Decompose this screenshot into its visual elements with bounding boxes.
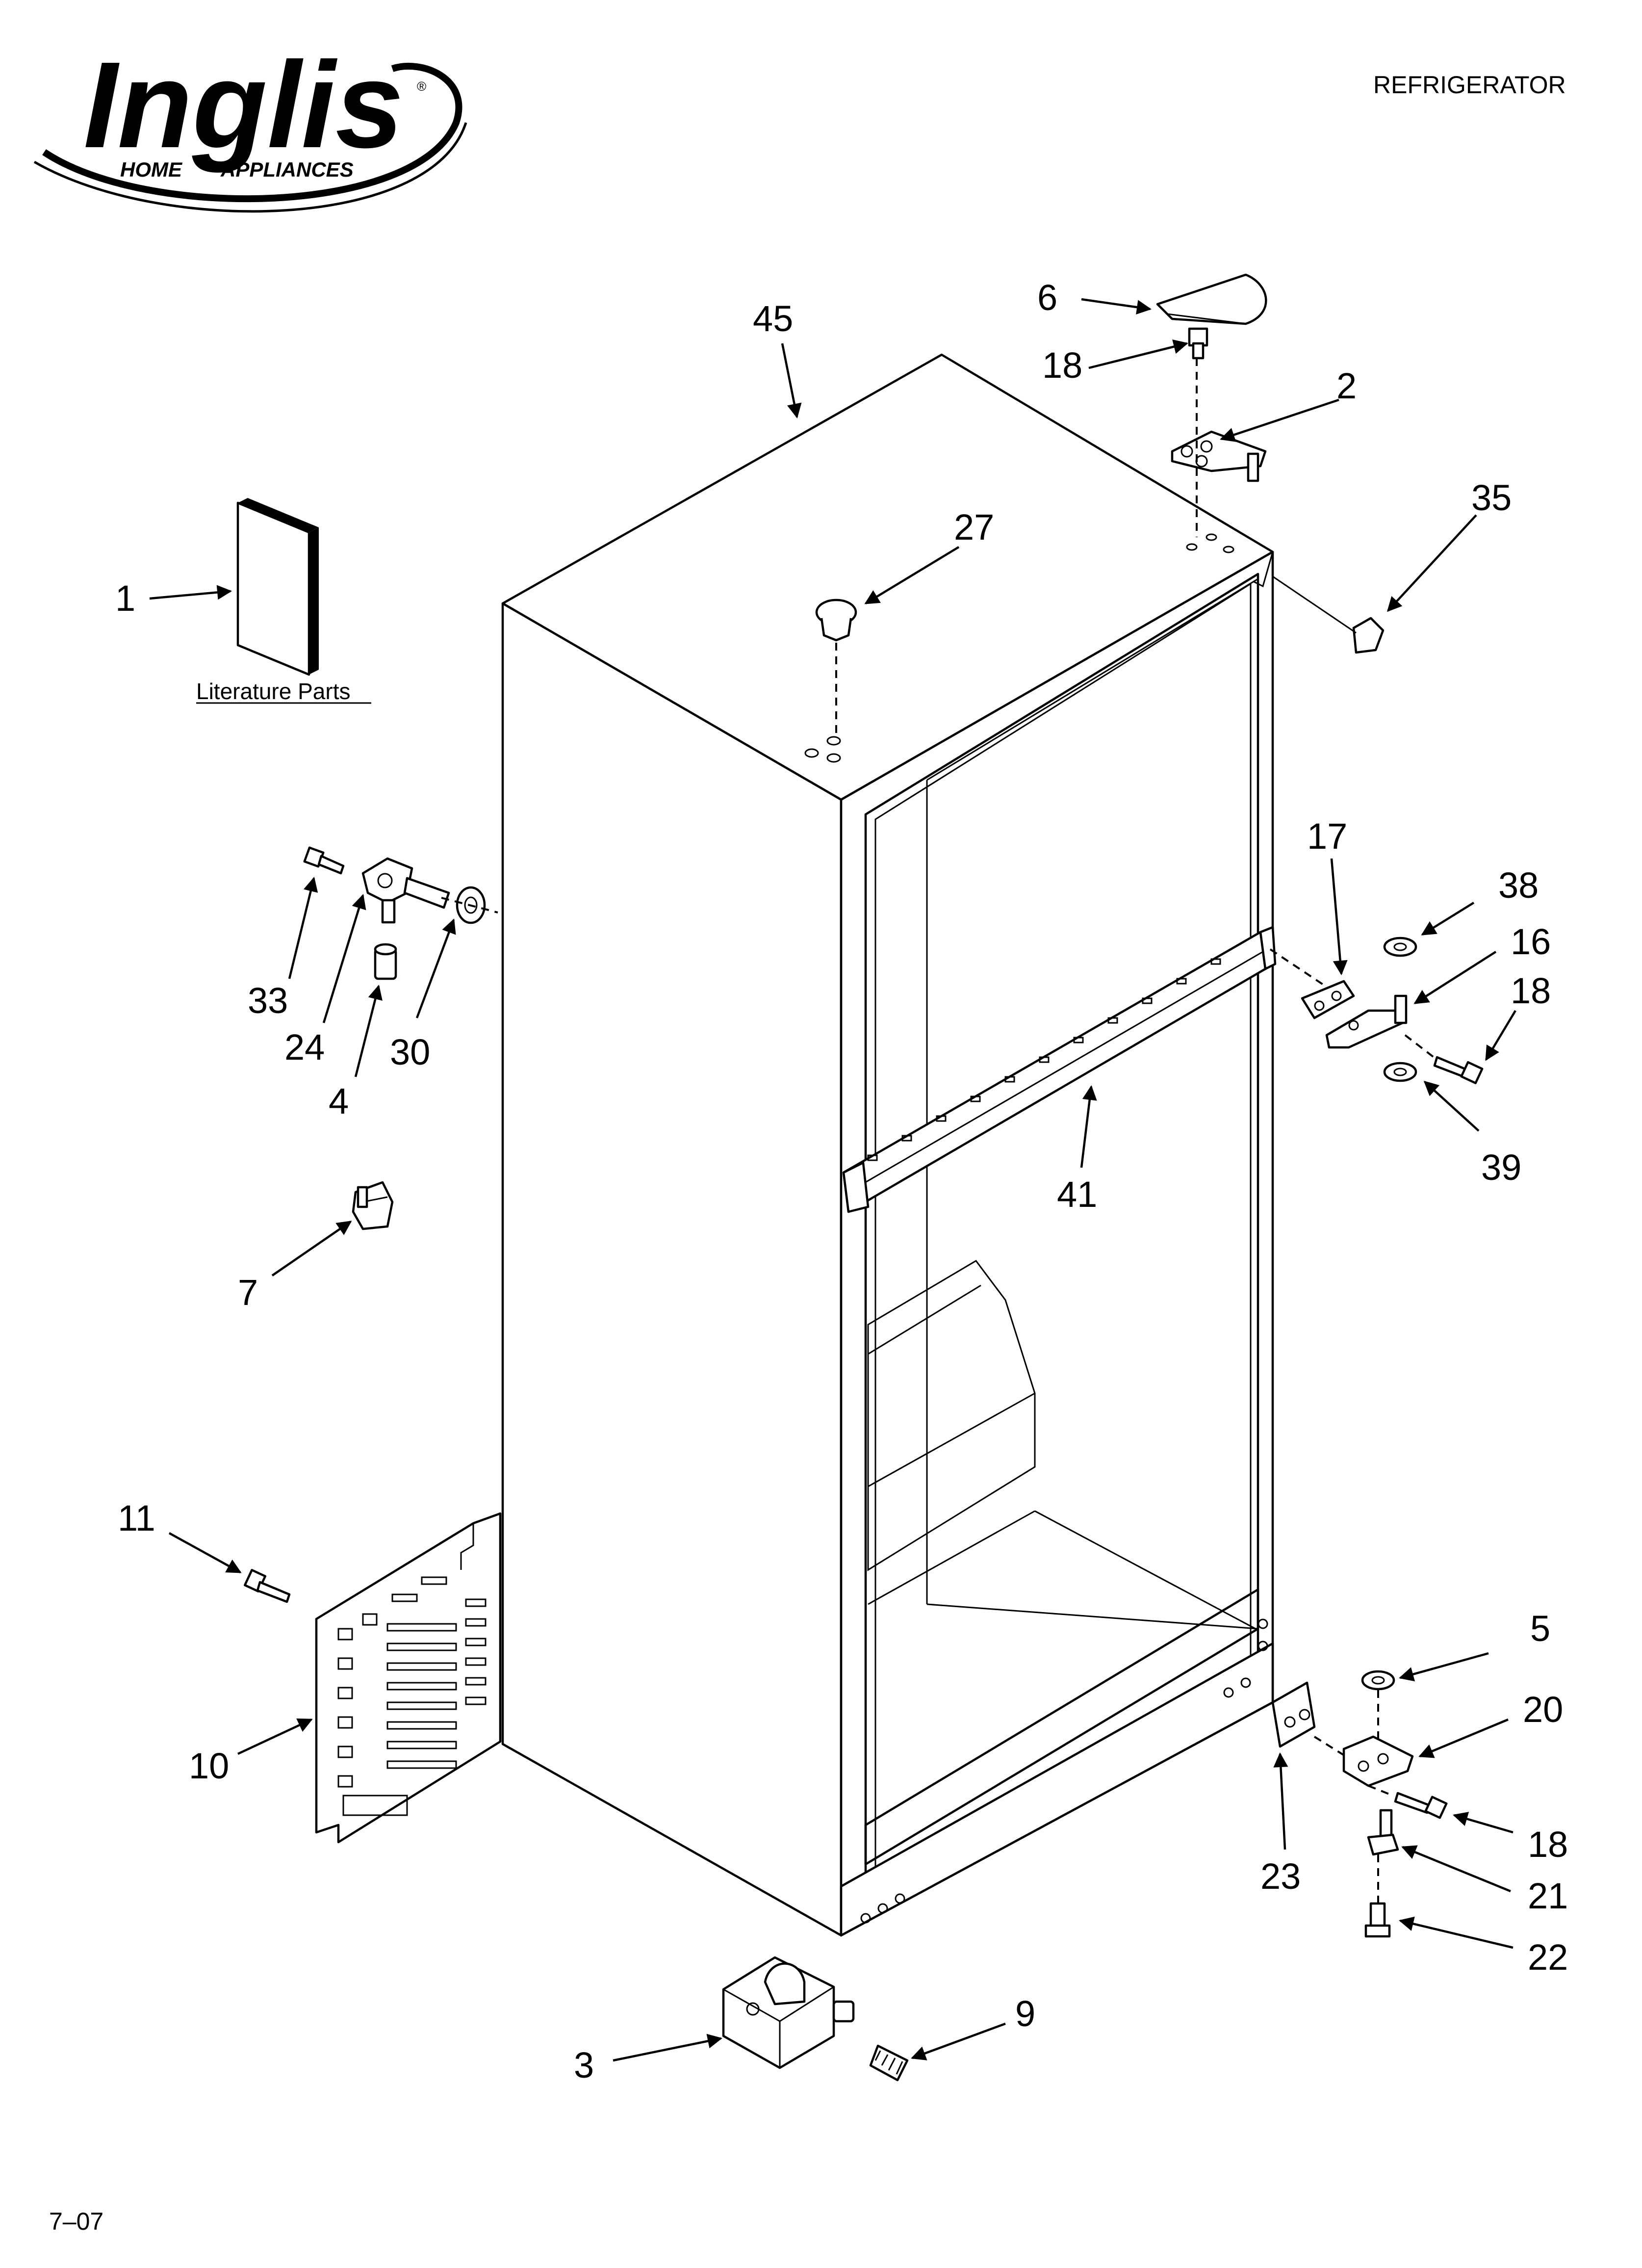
bottom-hinge — [1342, 1735, 1414, 1787]
rear-access-panel — [315, 1512, 502, 1844]
top-hinge — [1171, 430, 1267, 482]
callout-3: 3 — [574, 2045, 594, 2086]
callout-11: 11 — [118, 1498, 155, 1538]
date-code: 7–07 — [49, 2208, 103, 2235]
leader-lines — [149, 298, 1516, 2062]
bottom-hinge-screw — [1394, 1792, 1448, 1819]
registered-mark: ® — [417, 79, 426, 94]
callout-45: 45 — [753, 298, 793, 339]
hinge-cover — [1156, 273, 1267, 325]
door-stop — [1352, 617, 1385, 654]
callout-2: 2 — [1336, 365, 1357, 406]
left-hinge-screw — [303, 846, 345, 875]
callout-20: 20 — [1523, 1689, 1563, 1730]
bottom-hinge-bolt — [1364, 1902, 1391, 1938]
callout-24: 24 — [284, 1027, 325, 1068]
callout-35: 35 — [1471, 477, 1512, 518]
bottom-hinge-spacer — [1271, 1681, 1316, 1748]
literature-booklet — [236, 498, 319, 676]
cross-rail — [842, 926, 1277, 1213]
brand-sub-home: HOME — [120, 158, 183, 181]
callout-22: 22 — [1528, 1937, 1568, 1978]
plug-button — [815, 599, 857, 642]
center-hinge — [1301, 980, 1408, 1049]
leveling-leg-assembly — [722, 1956, 855, 2069]
literature-caption: Literature Parts — [196, 678, 350, 704]
panel-screw — [243, 1569, 291, 1603]
callout-38: 38 — [1498, 865, 1539, 906]
callout-9: 9 — [1015, 1993, 1035, 2034]
rail-slots — [867, 958, 1221, 1161]
callout-18-center: 18 — [1511, 970, 1551, 1011]
callout-33: 33 — [248, 980, 288, 1021]
center-hinge-upper-washer — [1383, 937, 1417, 957]
left-hinge-bushing — [374, 943, 397, 980]
leveling-screw — [869, 2044, 909, 2082]
callout-numbers: 45 6 18 2 35 27 1 17 38 16 18 39 41 33 2… — [115, 277, 1568, 2086]
callout-17: 17 — [1307, 816, 1347, 857]
callout-7: 7 — [238, 1272, 258, 1313]
callout-23: 23 — [1260, 1856, 1301, 1897]
page-title: REFRIGERATOR — [1373, 71, 1566, 99]
callout-4: 4 — [329, 1081, 349, 1121]
callout-1: 1 — [115, 578, 135, 619]
callout-30: 30 — [390, 1032, 430, 1072]
callout-6: 6 — [1037, 277, 1057, 318]
bottom-hinge-pin — [1367, 1809, 1399, 1856]
callout-21: 21 — [1528, 1876, 1568, 1916]
center-hinge-lower-washer — [1383, 1062, 1417, 1082]
callout-27: 27 — [954, 507, 994, 547]
callout-39: 39 — [1481, 1147, 1521, 1188]
cabinet-assembly — [501, 353, 1274, 1937]
panel-vents — [337, 1576, 487, 1816]
callout-10: 10 — [189, 1746, 229, 1786]
brand-logo: Inglis HOME APPLIANCES ® — [33, 36, 467, 213]
left-hinge-pin — [361, 857, 450, 924]
bottom-hinge-washer — [1361, 1670, 1395, 1691]
center-hinge-screw — [1433, 1056, 1484, 1084]
brand-name: Inglis — [83, 36, 404, 173]
callout-16: 16 — [1511, 921, 1551, 962]
top-hinge-screw — [1188, 327, 1208, 360]
callout-41: 41 — [1057, 1174, 1097, 1215]
callout-18-bottom: 18 — [1528, 1824, 1568, 1865]
callout-5: 5 — [1530, 1608, 1550, 1649]
wire-clip — [352, 1181, 394, 1230]
brand-sub-appliances: APPLIANCES — [220, 158, 354, 181]
callout-18-top: 18 — [1042, 345, 1082, 386]
